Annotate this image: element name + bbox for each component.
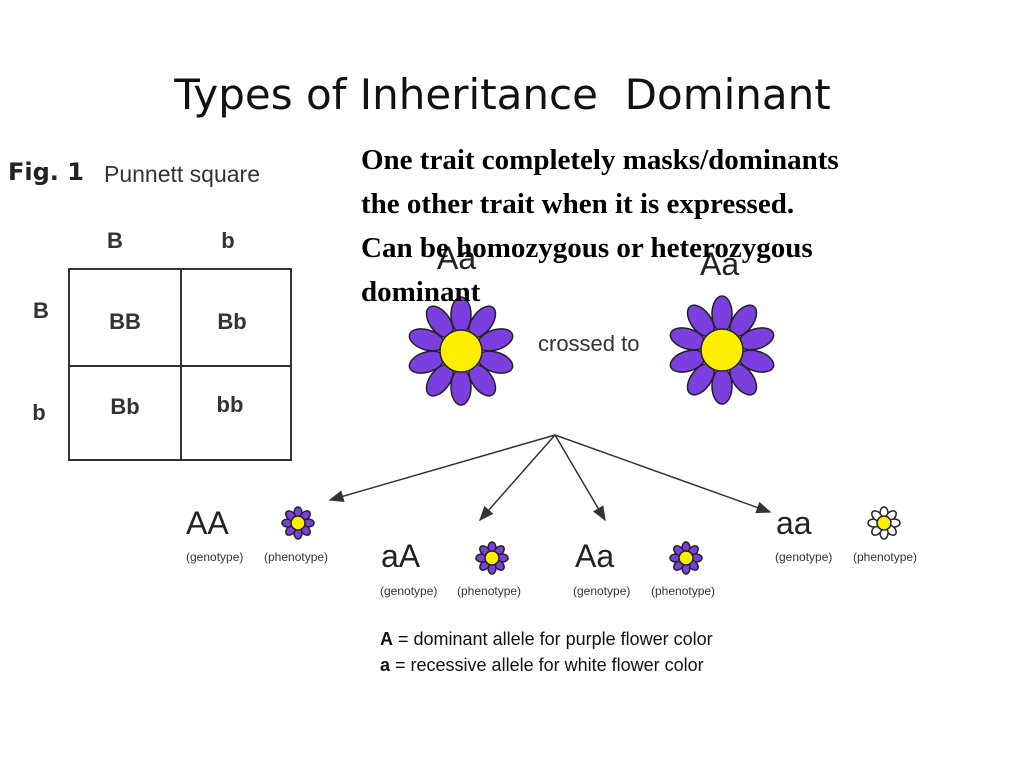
phenotype-label: (phenotype)	[651, 584, 716, 598]
white-flower-icon	[867, 506, 901, 540]
genotype-label: (genotype)	[380, 584, 438, 598]
flower-center	[700, 328, 744, 372]
genotype-label: (genotype)	[573, 584, 631, 598]
flower-center	[876, 515, 892, 531]
purple-flower-icon	[475, 541, 509, 575]
punnett-col-header: b	[221, 228, 235, 253]
offspring-genotype: aa	[776, 505, 812, 541]
grid-divider	[180, 270, 182, 459]
arrow	[554, 434, 772, 514]
punnett-cell: BB	[109, 309, 141, 334]
dominant-text: = dominant allele for purple flower colo…	[393, 629, 713, 649]
recessive-symbol: a	[380, 655, 391, 675]
recessive-text: = recessive allele for white flower colo…	[390, 655, 704, 675]
crossed-to-label: crossed to	[538, 331, 640, 356]
genotype-label: (genotype)	[775, 550, 833, 564]
flower-center	[484, 550, 500, 566]
arrow	[328, 434, 556, 503]
definition-text: One trait completely masks/dominants the…	[361, 138, 1024, 314]
purple-flower-icon	[281, 506, 315, 540]
punnett-cell: bb	[216, 392, 244, 417]
figure-caption: Punnett square	[104, 161, 261, 187]
punnett-row-header: B	[33, 298, 49, 323]
purple-flower-icon	[408, 296, 514, 406]
dominant-symbol: A	[380, 629, 393, 649]
phenotype-label: (phenotype)	[264, 550, 329, 564]
definition-line: One trait completely masks/dominants	[361, 144, 839, 176]
punnett-row-header: b	[32, 400, 46, 425]
offspring-genotype: Aa	[575, 538, 615, 574]
purple-flower-icon	[669, 295, 775, 405]
definition-line: Can be homozygous or heterozygous	[361, 232, 813, 264]
flower-center	[439, 329, 483, 373]
phenotype-label: (phenotype)	[853, 550, 918, 564]
punnett-cell: Bb	[110, 394, 140, 419]
grid-divider	[70, 365, 290, 367]
parent-genotype-right: Aa	[700, 246, 740, 282]
flower-petal	[711, 367, 733, 405]
offspring-genotype: aA	[381, 538, 421, 574]
punnett-cell: Bb	[217, 309, 247, 334]
legend-recessive: a = recessive allele for white flower co…	[380, 652, 713, 678]
purple-flower-icon	[669, 541, 703, 575]
offspring-genotype: AA	[186, 505, 229, 541]
flower-petal	[450, 368, 472, 406]
figure-label: Fig. 1	[8, 158, 84, 186]
phenotype-label: (phenotype)	[457, 584, 522, 598]
parent-genotype-left: Aa	[437, 240, 477, 276]
flower-center	[290, 515, 306, 531]
punnett-square: BB Bb Bb bb	[68, 268, 292, 461]
arrow	[479, 434, 556, 522]
flower-center	[678, 550, 694, 566]
definition-line: the other trait when it is expressed.	[361, 188, 795, 220]
arrow	[554, 434, 606, 522]
legend-dominant: A = dominant allele for purple flower co…	[380, 626, 713, 652]
allele-legend: A = dominant allele for purple flower co…	[380, 626, 713, 678]
definition-line: dominant	[361, 276, 481, 308]
genotype-label: (genotype)	[186, 550, 244, 564]
slide-title: Types of Inheritance Dominant	[174, 70, 831, 119]
punnett-col-header: B	[107, 228, 123, 253]
